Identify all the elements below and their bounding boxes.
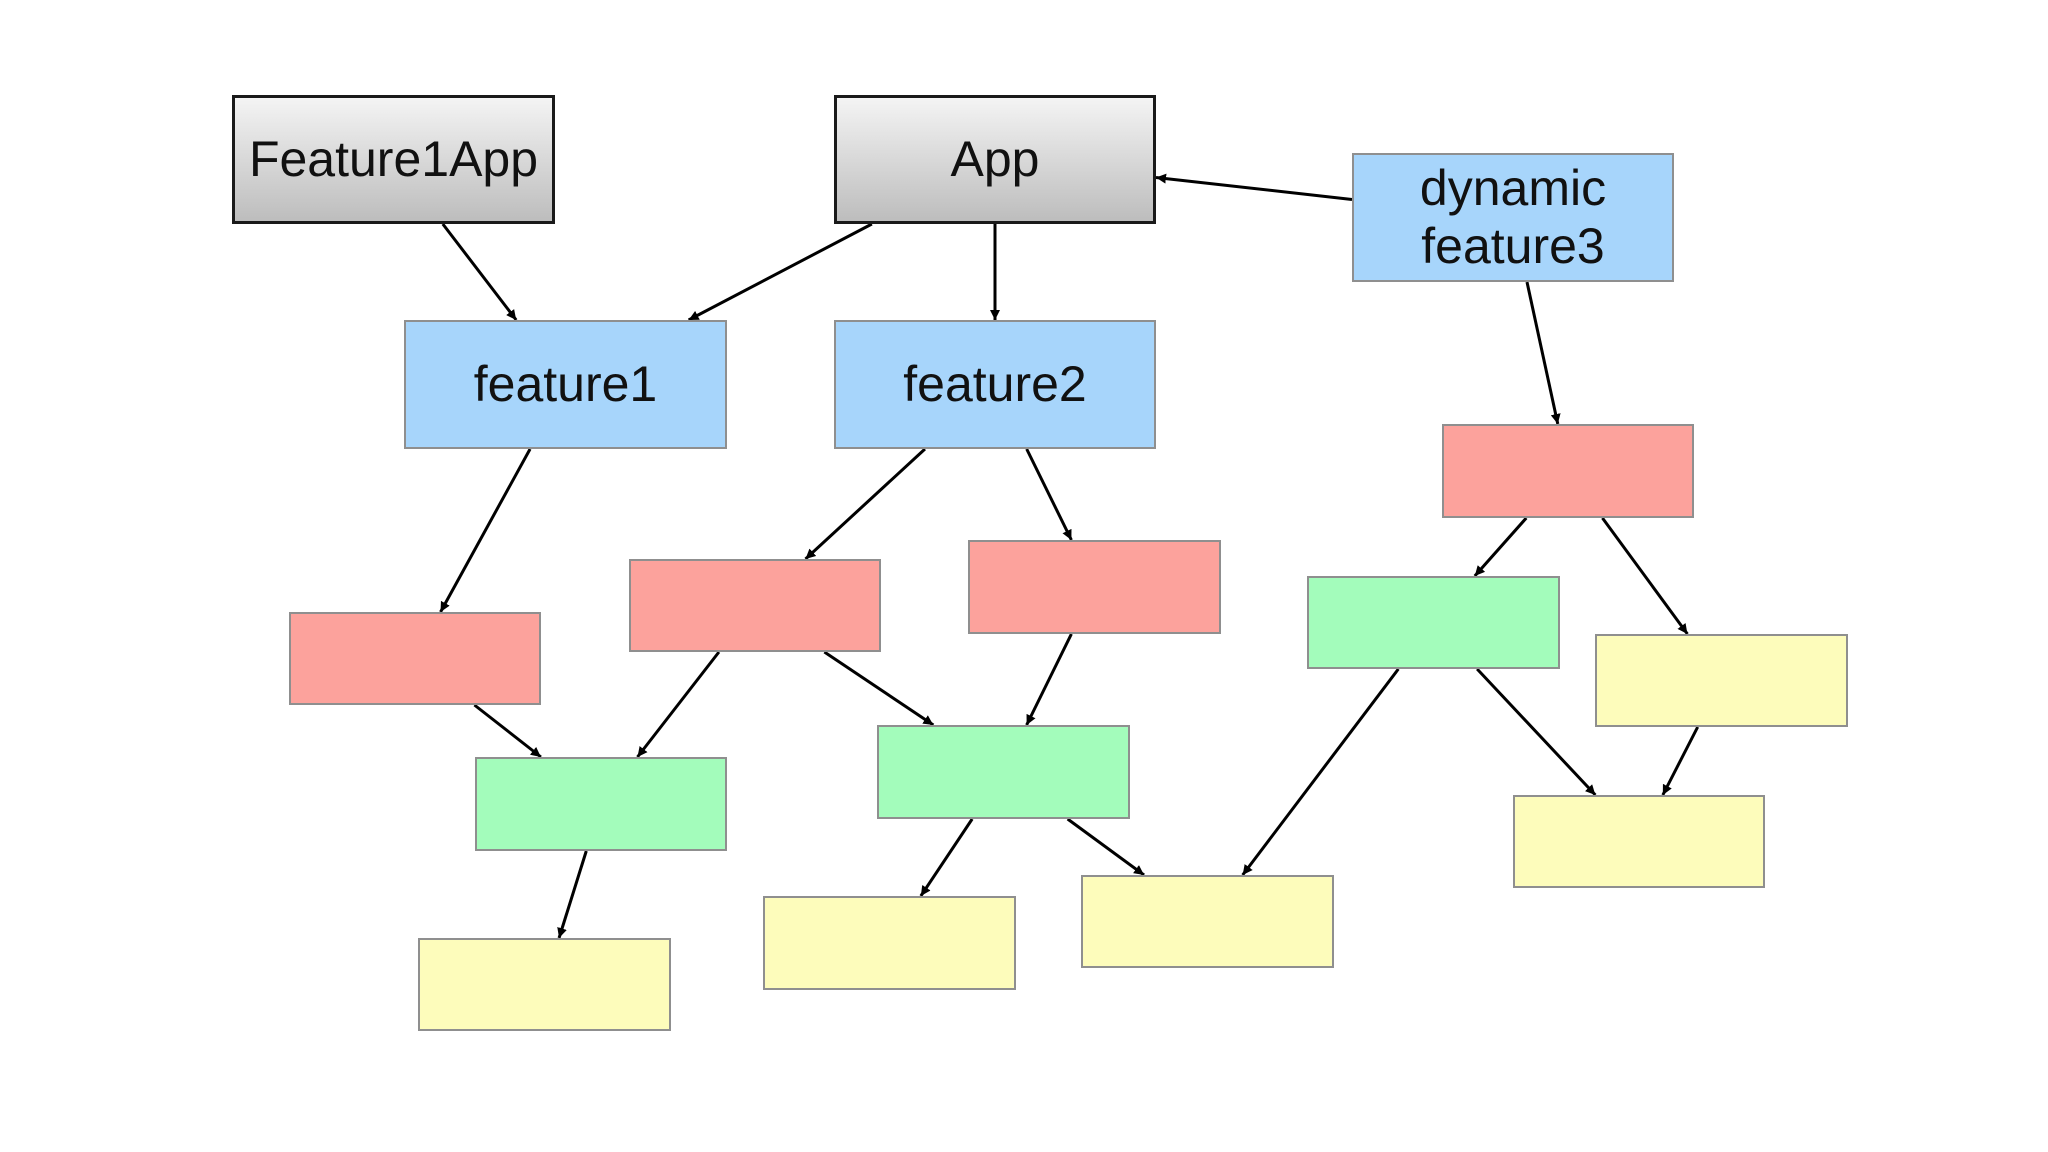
node-feature2: feature2 (834, 320, 1156, 449)
node-app: App (834, 95, 1156, 224)
edge-red-a-to-green-a (473, 703, 542, 759)
edge-green-b-to-yellow-b (919, 818, 974, 897)
edge-feature1app-to-feature1 (441, 223, 518, 321)
edge-green-c-to-yellow-c (1241, 668, 1400, 876)
edge-red-b-to-green-a (636, 651, 721, 758)
edge-app-to-feature1 (687, 222, 873, 322)
node-feature1: feature1 (404, 320, 727, 449)
node-dynamic-feature3: dynamic feature3 (1352, 153, 1674, 282)
node-feature1app: Feature1App (232, 95, 555, 224)
node-red-c (968, 540, 1221, 634)
node-app-label: App (950, 130, 1040, 187)
node-green-a (475, 757, 727, 851)
edge-red-d-to-yellow-e (1601, 517, 1689, 635)
node-dynamic-feature3-label: dynamic feature3 (1419, 160, 1607, 274)
node-yellow-a (418, 938, 671, 1031)
node-feature2-label: feature2 (903, 355, 1087, 412)
node-green-c (1307, 576, 1560, 669)
edge-red-c-to-green-b (1025, 633, 1073, 726)
edge-red-d-to-green-c (1473, 517, 1528, 577)
edge-green-b-to-yellow-c (1066, 817, 1145, 877)
edge-dynamic-feature3-to-red-d (1525, 281, 1561, 425)
edge-red-b-to-green-b (823, 650, 935, 727)
node-yellow-d (1513, 795, 1765, 888)
node-red-d (1442, 424, 1694, 518)
edge-green-a-to-yellow-a (557, 850, 588, 939)
edge-feature2-to-red-c (1025, 448, 1073, 541)
edge-feature1-to-red-a (439, 448, 532, 613)
node-red-a (289, 612, 541, 705)
node-yellow-b (763, 896, 1016, 990)
edge-green-c-to-yellow-d (1476, 667, 1597, 797)
node-feature1app-label: Feature1App (248, 130, 539, 187)
edge-dynamic-feature3-to-app (1155, 173, 1353, 201)
edge-feature2-to-red-b (804, 447, 926, 561)
node-feature1-label: feature1 (473, 355, 658, 412)
node-red-b (629, 559, 881, 652)
edge-yellow-e-to-yellow-d (1661, 726, 1700, 796)
node-yellow-e (1595, 634, 1848, 727)
node-green-b (877, 725, 1130, 819)
node-yellow-c (1081, 875, 1334, 968)
